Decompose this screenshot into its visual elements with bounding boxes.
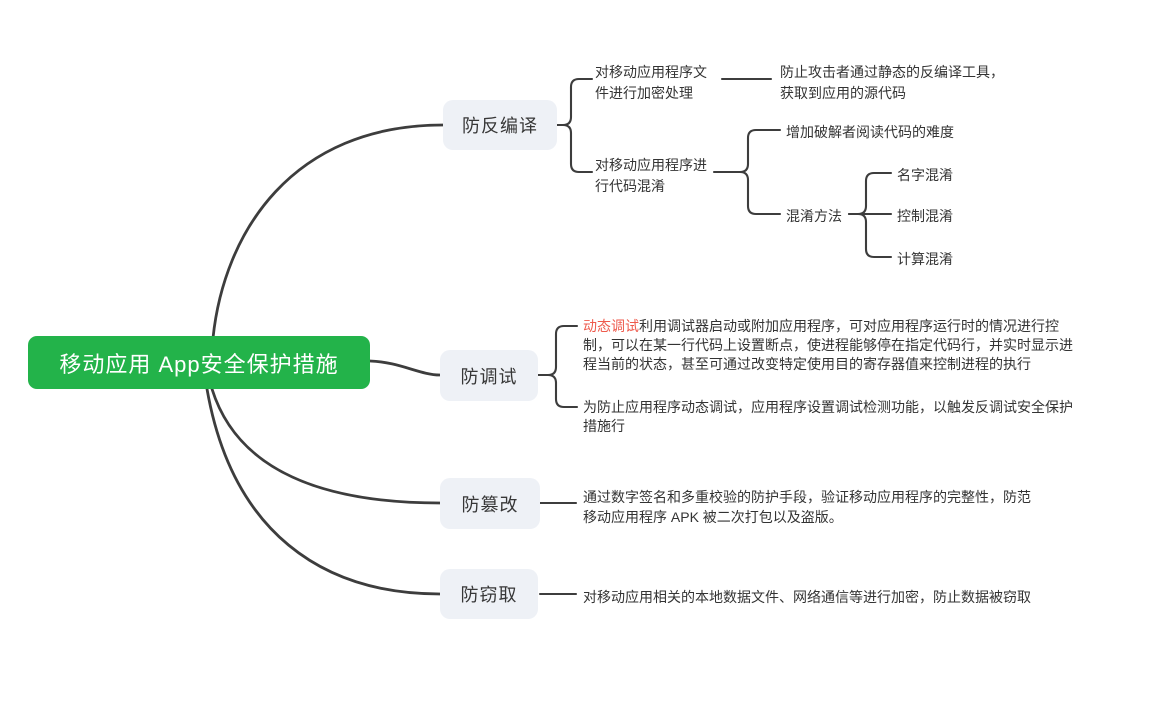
- node-code-obfuscation[interactable]: 对移动应用程序进 行代码混淆: [595, 157, 707, 194]
- link-methods-compute: [856, 212, 893, 259]
- link-methods-name: [847, 171, 893, 216]
- node-encrypt-result[interactable]: 防止攻击者通过静态的反编译工具， 获取到应用的源代码: [780, 64, 1004, 101]
- link-obfuscate-benefit: [712, 128, 782, 174]
- link-obfuscate-methods: [738, 170, 782, 216]
- branch-node-anti-decompile[interactable]: 防反编译: [443, 100, 557, 150]
- branch-label-anti-debug: 防调试: [460, 366, 518, 387]
- node-method-name-obfuscation[interactable]: 名字混淆: [897, 167, 953, 183]
- link-decompile-obfuscate: [555, 123, 594, 174]
- node-obfuscation-benefit[interactable]: 增加破解者阅读代码的难度: [786, 124, 954, 140]
- link-root-decompile: [211, 123, 445, 340]
- branch-node-anti-debug[interactable]: 防调试: [440, 350, 538, 401]
- link-root-tamper: [210, 387, 442, 505]
- root-node-label: 移动应用 App安全保护措施: [59, 351, 339, 377]
- node-obfuscation-methods[interactable]: 混淆方法: [786, 208, 842, 224]
- link-root-debug: [368, 359, 442, 377]
- node-anti-tamper-description[interactable]: 通过数字签名和多重校验的防护手段，验证移动应用程序的完整性，防范 移动应用程序 …: [583, 489, 1031, 525]
- node-anti-debug-measure[interactable]: 为防止应用程序动态调试，应用程序设置调试检测功能，以触发反调试安全保护 措施行: [583, 399, 1073, 434]
- branch-node-anti-theft[interactable]: 防窃取: [440, 569, 538, 619]
- root-node[interactable]: 移动应用 App安全保护措施: [28, 336, 370, 389]
- link-root-theft: [205, 387, 442, 596]
- highlight-dynamic-debug: 动态调试: [583, 318, 639, 334]
- node-anti-theft-description[interactable]: 对移动应用相关的本地数据文件、网络通信等进行加密，防止数据被窃取: [583, 589, 1031, 605]
- node-method-control-obfuscation[interactable]: 控制混淆: [897, 208, 953, 224]
- node-method-compute-obfuscation[interactable]: 计算混淆: [897, 251, 953, 267]
- branch-label-anti-theft: 防窃取: [460, 585, 518, 605]
- dynamic-debug-description-text: 利用调试器启动或附加应用程序，可对应用程序运行时的情况进行控 制，可以在某一行代…: [583, 318, 1073, 372]
- branch-node-anti-tamper[interactable]: 防篡改: [440, 478, 540, 529]
- node-dynamic-debug-description[interactable]: 动态调试利用调试器启动或附加应用程序，可对应用程序运行时的情况进行控 制，可以在…: [583, 317, 1073, 374]
- branch-label-anti-tamper: 防篡改: [461, 494, 519, 515]
- branch-label-anti-decompile: 防反编译: [462, 116, 538, 136]
- link-debug-desc: [536, 324, 579, 377]
- node-encrypt-files[interactable]: 对移动应用程序文 件进行加密处理: [595, 64, 707, 101]
- link-debug-measure: [546, 373, 579, 409]
- link-decompile-encrypt: [555, 77, 594, 127]
